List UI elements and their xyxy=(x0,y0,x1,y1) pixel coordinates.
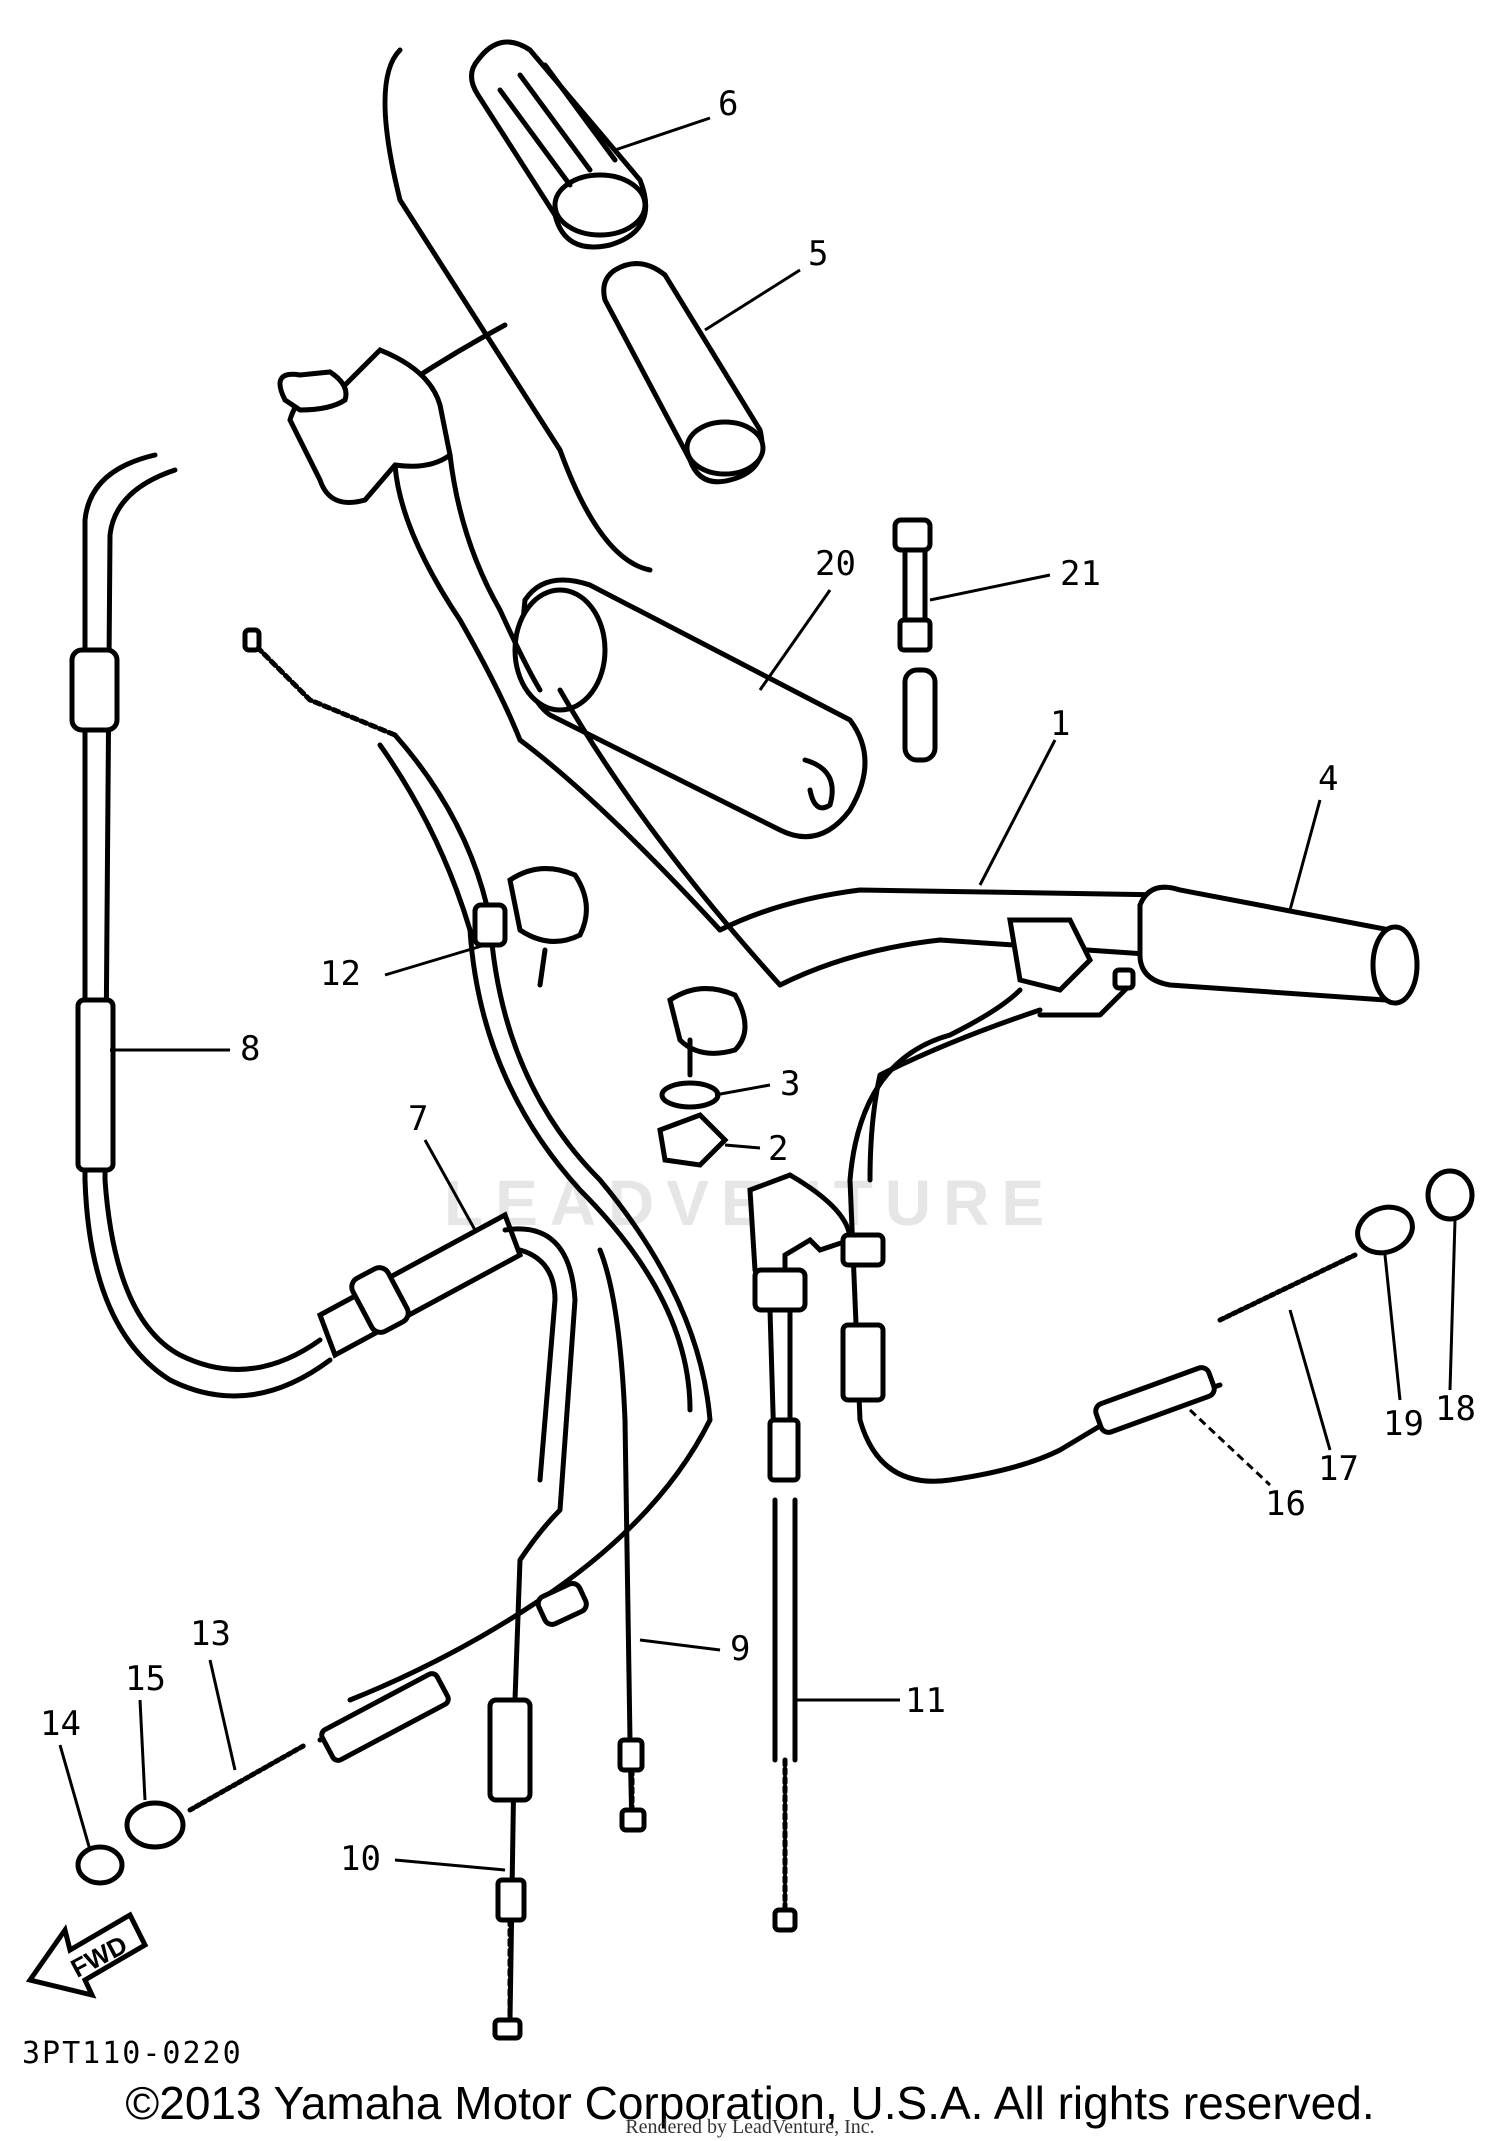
leader-18 xyxy=(1448,1219,1457,1391)
part-15-cap[interactable] xyxy=(124,1800,186,1850)
leader-2 xyxy=(724,1143,761,1150)
part-label-7: 7 xyxy=(408,1099,428,1139)
part-label-3: 3 xyxy=(780,1064,800,1104)
part-18-end[interactable] xyxy=(1425,1168,1475,1222)
part-8-cable[interactable] xyxy=(69,452,333,1399)
part-label-6: 6 xyxy=(718,84,738,124)
leader-3 xyxy=(714,1083,771,1097)
right-cable[interactable] xyxy=(840,967,1223,1484)
part-1-handlebar[interactable] xyxy=(277,347,1173,1056)
leader-13 xyxy=(208,1659,237,1771)
part-label-19: 19 xyxy=(1383,1404,1424,1444)
part-13-spring[interactable] xyxy=(187,1742,308,1813)
leader-17 xyxy=(1288,1309,1332,1451)
part-10-cable[interactable] xyxy=(487,1697,533,2041)
part-7-junction[interactable] xyxy=(316,1211,633,1743)
leader-20 xyxy=(758,589,832,691)
copyright-notice: ©2013 Yamaha Motor Corporation, U.S.A. A… xyxy=(125,2077,1375,2129)
leader-12 xyxy=(384,943,486,977)
diagram-code: 3PT110-0220 xyxy=(22,2036,243,2071)
part-2-nut[interactable] xyxy=(657,1112,729,1168)
part-11-cable[interactable] xyxy=(747,1172,853,1933)
part-label-4: 4 xyxy=(1318,759,1338,799)
leader-6 xyxy=(614,116,711,152)
part-6-grip[interactable] xyxy=(469,39,649,250)
inset-bracket xyxy=(382,47,653,573)
part-label-13: 13 xyxy=(190,1614,231,1654)
stud-left xyxy=(537,947,548,988)
part-label-11: 11 xyxy=(905,1681,946,1721)
part-label-5: 5 xyxy=(808,234,828,274)
part-label-15: 15 xyxy=(125,1659,166,1699)
part-label-18: 18 xyxy=(1435,1389,1476,1429)
part-19-cap[interactable] xyxy=(1351,1200,1419,1260)
part-20-pad[interactable] xyxy=(512,577,868,840)
part-label-17: 17 xyxy=(1318,1449,1359,1489)
part-label-2: 2 xyxy=(768,1129,788,1169)
part-17-spring[interactable] xyxy=(1217,1252,1358,1323)
leader-16 xyxy=(1188,1408,1272,1487)
leader-19 xyxy=(1383,1254,1402,1401)
part-21-strap[interactable] xyxy=(892,517,938,763)
part-label-10: 10 xyxy=(340,1839,381,1879)
watermark: LEADVENTURE xyxy=(0,1166,1500,1240)
part-14-end[interactable] xyxy=(75,1844,125,1886)
part-label-1: 1 xyxy=(1050,704,1070,744)
leader-9 xyxy=(639,1638,721,1652)
part-label-16: 16 xyxy=(1265,1484,1306,1524)
fwd-arrow: FWD xyxy=(25,1911,149,1999)
part-4-grip[interactable] xyxy=(1137,884,1420,1006)
leader-15 xyxy=(138,1699,147,1801)
leader-10 xyxy=(394,1858,506,1872)
part-9-cable[interactable] xyxy=(617,1737,647,1833)
leader-1 xyxy=(978,739,1057,886)
rendered-by: Rendered by LeadVenture, Inc. xyxy=(625,2116,875,2138)
part-12-cable[interactable] xyxy=(242,627,713,1703)
part-label-21: 21 xyxy=(1060,554,1101,594)
part-5-sleeve[interactable] xyxy=(601,261,766,485)
leader-7 xyxy=(423,1139,477,1231)
part-label-20: 20 xyxy=(815,544,856,584)
part-16-sleeve[interactable] xyxy=(1093,1365,1217,1435)
leader-14 xyxy=(58,1744,92,1851)
part-label-12: 12 xyxy=(320,954,361,994)
part-3-washer[interactable] xyxy=(659,1080,721,1110)
part-label-9: 9 xyxy=(730,1629,750,1669)
leader-4 xyxy=(1288,799,1322,911)
leader-21 xyxy=(929,573,1051,602)
leader-5 xyxy=(704,268,801,332)
adjuster-sleeve xyxy=(319,1671,451,1763)
part-label-8: 8 xyxy=(240,1029,260,1069)
part-label-14: 14 xyxy=(40,1704,81,1744)
